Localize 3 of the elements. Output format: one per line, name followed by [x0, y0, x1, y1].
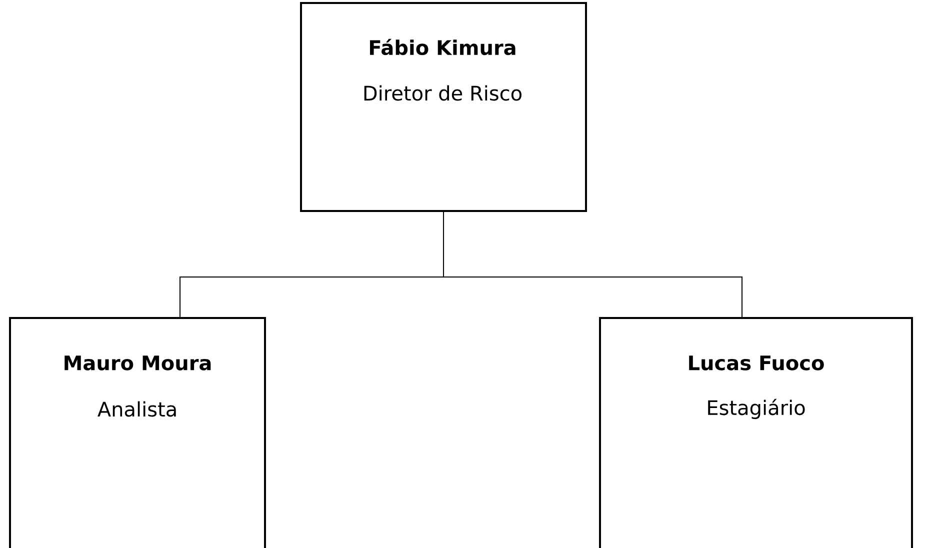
org-box: Fábio Kimura Diretor de Risco: [300, 2, 587, 212]
org-box: Mauro Moura Analista: [9, 317, 266, 548]
org-box: Lucas Fuoco Estagiário: [599, 317, 913, 548]
